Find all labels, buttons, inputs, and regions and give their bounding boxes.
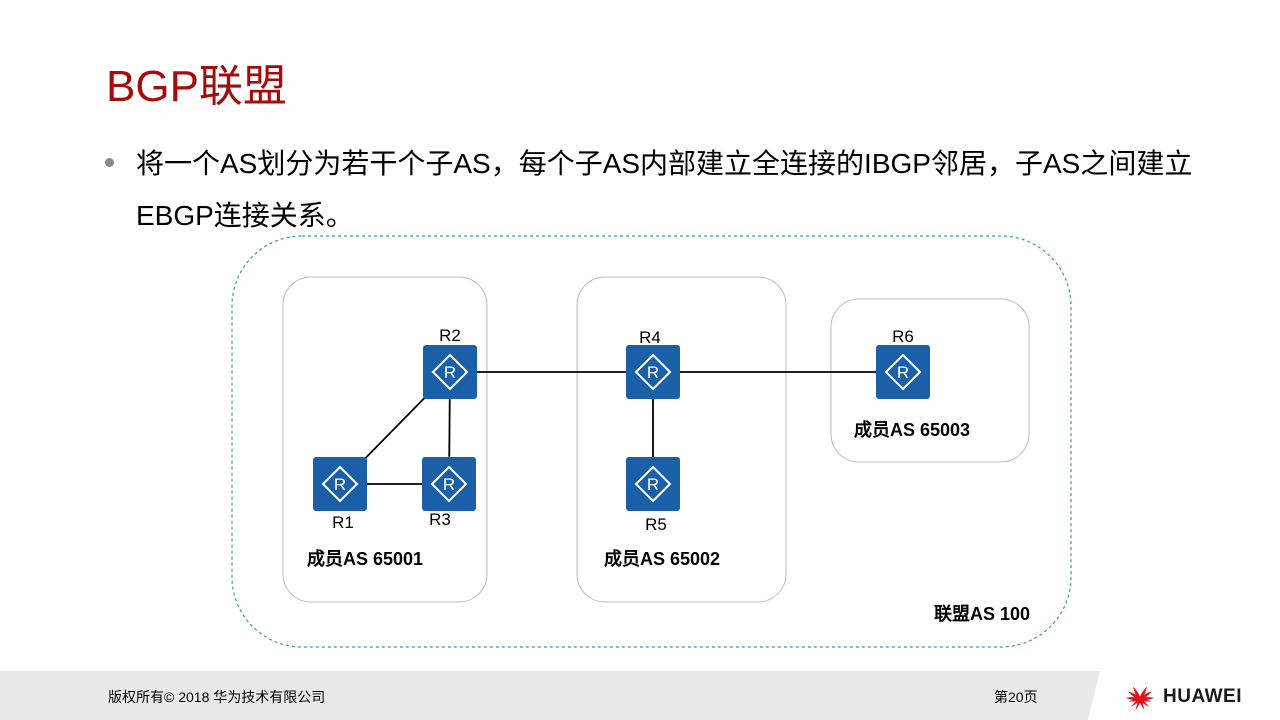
router-label-r2: R2 [439,326,461,345]
huawei-logo-icon [1125,686,1155,711]
router-r6-icon: R [876,345,930,399]
router-glyph: R [897,363,909,382]
bullet-text: 将一个AS划分为若干个子AS，每个子AS内部建立全连接的IBGP邻居，子AS之间… [136,148,1193,231]
member-as-label-65001: 成员AS 65001 [307,548,423,569]
router-r4-icon: R [626,345,680,399]
routers-layer: R R1 R R2R R3 R R4R R5 R R6 [313,326,930,534]
router-glyph: R [647,363,659,382]
footer-bar [0,671,1280,720]
confederation-label: 联盟AS 100 [934,604,1030,624]
router-label-r4: R4 [639,328,661,347]
router-label-r1: R1 [332,513,354,532]
router-r2-icon: R [423,345,477,399]
router-label-r3: R3 [429,510,451,529]
confederation-boundary [231,235,1072,648]
bullet-dot [105,158,114,167]
router-r3-icon: R [422,457,476,511]
brand-name: HUAWEI [1163,686,1242,707]
footer-logo-area [1088,671,1280,720]
router-glyph: R [443,475,455,494]
footer-copyright: 版权所有© 2018 华为技术有限公司 [108,689,326,705]
slide-title: BGP联盟 [106,62,287,111]
router-r5-icon: R [626,457,680,511]
router-r1-icon: R [313,457,367,511]
router-glyph: R [647,475,659,494]
footer-page-number: 第20页 [994,689,1038,705]
member-as-label-65003: 成员AS 65003 [854,419,970,440]
router-label-r5: R5 [645,515,667,534]
member-as-label-65002: 成员AS 65002 [604,548,720,569]
router-glyph: R [334,475,346,494]
router-label-r6: R6 [892,327,914,346]
router-glyph: R [444,363,456,382]
